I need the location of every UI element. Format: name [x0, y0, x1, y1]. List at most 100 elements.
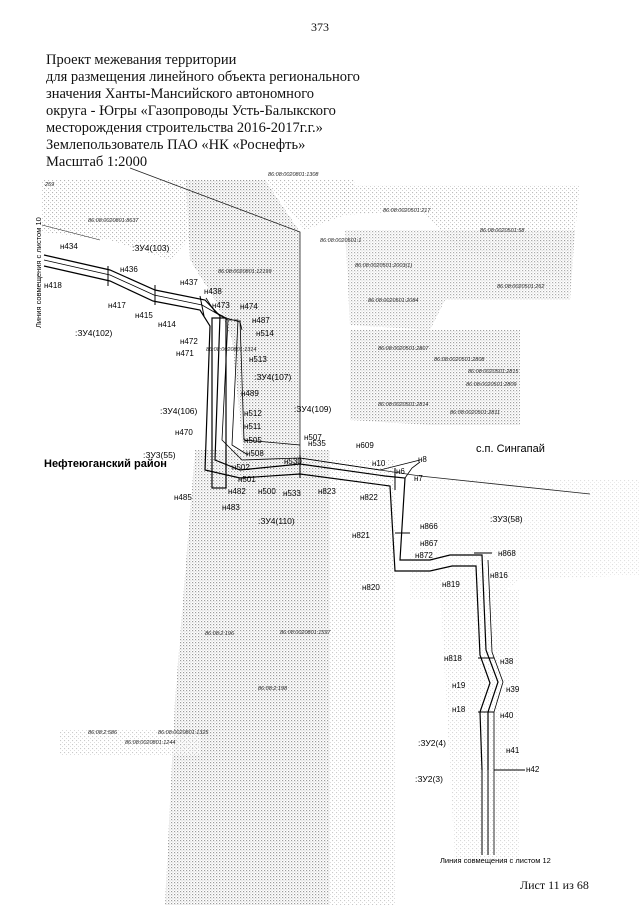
cadastral-label: 86:08:0020501:58: [480, 228, 525, 234]
point-label: н867: [420, 539, 438, 548]
cadastral-label: 86:08:0020801:1314: [206, 347, 256, 353]
point-label: н483: [222, 503, 240, 512]
point-label: н823: [318, 487, 336, 496]
point-label: н437: [180, 278, 198, 287]
parcel-area: [186, 180, 300, 470]
point-label: н513: [249, 355, 267, 364]
cadastral-label: 86:08:0020501:2814: [378, 402, 428, 408]
point-label: н818: [444, 654, 462, 663]
point-label: н821: [352, 531, 370, 540]
parcel-area: [330, 460, 395, 905]
header-line: значения Ханты-Мансийского автономного: [46, 86, 315, 102]
corridor-edge: [487, 559, 504, 855]
point-label: н414: [158, 320, 176, 329]
cadastral-label: 86:08:2:586: [88, 730, 118, 736]
cadastral-label: 86:08:0020501:262: [497, 284, 544, 290]
parcel-area: [42, 180, 205, 260]
point-label: н38: [500, 657, 514, 666]
point-label: н511: [244, 422, 262, 431]
point-label: н470: [175, 428, 193, 437]
settlement-label: с.п. Сингапай: [476, 443, 545, 455]
cadastral-label: 86:08:0020801:1308: [268, 172, 319, 178]
point-labels: н434 н418 н436 н437 н438 н417 н415 н414 …: [44, 242, 540, 774]
document-header: Проект межевания территории для размещен…: [46, 52, 386, 171]
plot-label: :ЗУ4(103): [132, 243, 170, 253]
cadastral-label: 86:08:0020801:1597: [280, 630, 331, 636]
point-label: н502: [232, 463, 250, 472]
plot-label: :ЗУ4(107): [254, 372, 292, 382]
plot-label: :ЗУ3(58): [490, 514, 523, 524]
plot-label: :ЗУ4(109): [294, 404, 332, 414]
point-label: н535: [308, 439, 326, 448]
point-label: н872: [415, 551, 433, 560]
point-label: н415: [135, 311, 153, 320]
point-label: н434: [60, 242, 78, 251]
point-label: н42: [526, 765, 540, 774]
point-label: н19: [452, 681, 466, 690]
point-label: н418: [44, 281, 62, 290]
point-label: н39: [506, 685, 520, 694]
corridor-edge: [43, 259, 421, 471]
point-label: н482: [228, 487, 246, 496]
point-label: н438: [204, 287, 222, 296]
match-line-bottom: Линия совмещения с листом 12: [440, 856, 551, 865]
point-label: н487: [252, 316, 270, 325]
cadastral-label: 86:08:0020501:2811: [450, 410, 500, 416]
point-label: н816: [490, 571, 508, 580]
district-label: Нефтеюганский район: [44, 458, 167, 470]
cadastral-labels: 259 86:08:0020801:8637 86:08:0020801:130…: [44, 172, 544, 746]
plot-label: :ЗУ4(102): [75, 328, 113, 338]
header-line: Землепользователь ПАО «НК «Роснефть»: [46, 137, 306, 153]
boundary-line: [41, 224, 101, 241]
corridor-edge: [43, 265, 491, 771]
cadastral-label: 86:08:2:196: [205, 631, 235, 637]
parcel-area: [345, 230, 575, 330]
point-label: н822: [360, 493, 378, 502]
plot-label: :ЗУ3(55): [143, 450, 176, 460]
point-label: н10: [372, 459, 386, 468]
header-line: для размещения линейного объекта региона…: [46, 69, 360, 85]
header-line: месторождения строительства 2016-2017г.г…: [46, 120, 323, 136]
parcel-area: [265, 180, 355, 230]
cadastral-label: 86:08:0020801:8637: [88, 218, 139, 224]
point-label: н501: [238, 475, 256, 484]
point-label: н866: [420, 522, 438, 531]
point-label: н609: [356, 441, 374, 450]
vertex-tick: [199, 295, 205, 317]
cadastral-label: 86:08:0020801:1325: [158, 730, 209, 736]
cadastral-label: 86:08:0020501:1: [320, 238, 361, 244]
corridor-edge: [239, 319, 301, 446]
point-label: н514: [256, 329, 274, 338]
cadastral-label: 86:08:0020501:2084: [368, 298, 418, 304]
cadastral-label: 86:08:0020501:2809: [466, 382, 516, 388]
sheet-number: Лист 11 из 68: [520, 878, 589, 892]
point-label: н18: [452, 705, 466, 714]
cadastral-label: 259: [44, 182, 54, 188]
point-label: н507: [304, 433, 322, 442]
point-label: н471: [176, 349, 194, 358]
point-label: н40: [500, 711, 514, 720]
point-label: н533: [283, 489, 301, 498]
cadastral-label: 86:08:0020801:12199: [218, 269, 272, 275]
point-label: н489: [241, 389, 259, 398]
cadastral-label: 86:08:0020501:2807: [378, 346, 429, 352]
plot-label: :ЗУ4(106): [160, 406, 198, 416]
corridor-edge: [205, 297, 243, 331]
corridor-edge: [404, 461, 421, 479]
point-label: н7: [414, 474, 423, 483]
header-line: Проект межевания территории: [46, 52, 237, 68]
cadastral-label: 86:08:0020801:1244: [125, 740, 175, 746]
point-label: н530: [284, 457, 302, 466]
parcel-area: [350, 330, 520, 425]
cadastral-label: 86:08:2:198: [258, 686, 288, 692]
point-label: н820: [362, 583, 380, 592]
cadastral-label: 86:08:0020501:2815: [468, 369, 519, 375]
point-label: н436: [120, 265, 138, 274]
shaded-parcels: [42, 180, 640, 905]
parcel-area: [410, 480, 640, 600]
point-label: н508: [246, 449, 264, 458]
parcel-area: [60, 730, 200, 755]
plot-label: :ЗУ2(4): [418, 738, 446, 748]
point-label: н819: [442, 580, 460, 589]
